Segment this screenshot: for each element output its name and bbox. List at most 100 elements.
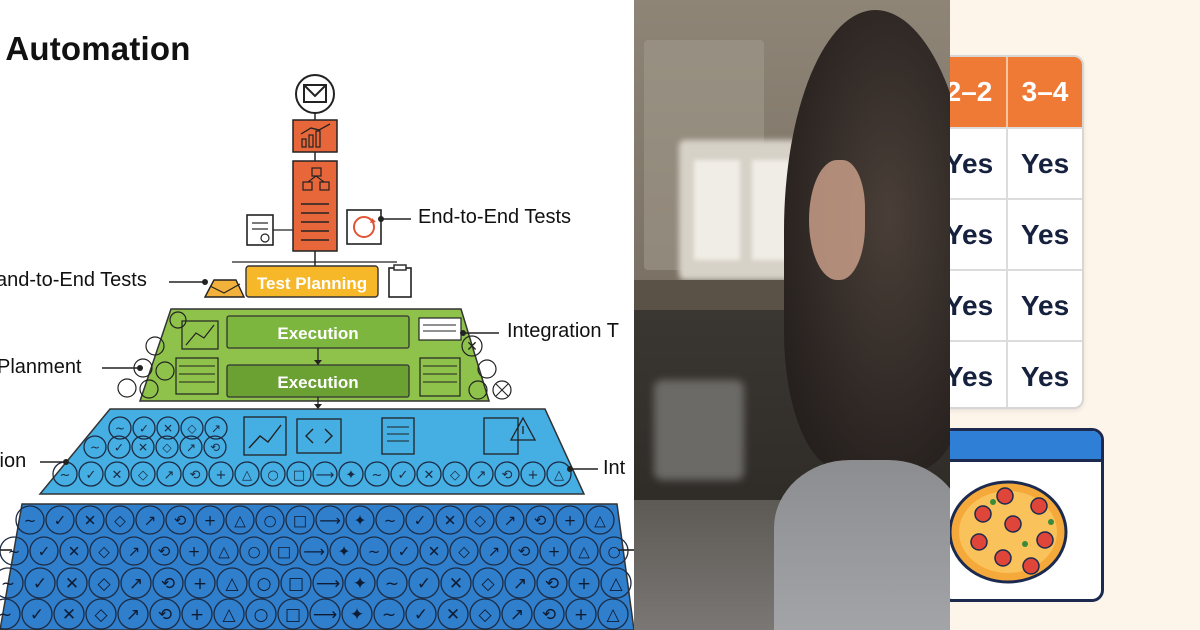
circle-icon: [225, 505, 255, 535]
circle-icon: [597, 598, 629, 630]
refresh-icon: [346, 209, 382, 245]
test-planning-label: Test Planning: [257, 274, 367, 293]
diagram-title: t Automation: [0, 30, 191, 67]
circle-icon: [59, 536, 89, 566]
circle-icon: [203, 435, 227, 459]
circle-icon-glyph: ✦: [338, 543, 351, 561]
callout-and-to-end-tests: and-to-End Tests: [0, 269, 147, 291]
table-row: Yes Yes: [950, 340, 1082, 407]
document-icon: [246, 214, 293, 246]
comparison-table: 2–2 3–4 Yes Yes Yes Yes Yes Yes Yes Yes: [950, 55, 1084, 409]
table-panel: 2–2 3–4 Yes Yes Yes Yes Yes Yes Yes Yes: [950, 0, 1200, 630]
circle-icon: [107, 435, 131, 459]
circle-icon-glyph: ◇: [97, 574, 111, 594]
circle-icon: [585, 505, 615, 535]
circle-icon-glyph: ◇: [481, 574, 495, 594]
circle-icon-glyph: ~: [115, 421, 125, 435]
circle-icon-glyph: ◇: [450, 468, 460, 483]
circle-icon-glyph: +: [577, 574, 591, 594]
circle-icon: [437, 598, 469, 630]
circle-icon: [182, 461, 208, 487]
circle-icon-glyph: +: [188, 543, 201, 561]
table-cell: Yes: [1006, 342, 1082, 407]
circle-icon-glyph: ✕: [428, 543, 441, 561]
circle-icon-glyph: ⟶: [316, 468, 335, 483]
circle-icon: [155, 435, 179, 459]
circle-icon-glyph: ✦: [354, 512, 367, 530]
circle-icon: [239, 536, 269, 566]
circle-icon-glyph: ✦: [350, 605, 364, 625]
circle-icon-glyph: ✓: [398, 543, 411, 561]
circle-icon: [195, 505, 225, 535]
circle-icon-glyph: ~: [60, 468, 71, 483]
circle-icon-glyph: +: [216, 468, 227, 483]
circle-icon: [117, 598, 149, 630]
circle-icon: [248, 567, 280, 599]
circle-icon-glyph: ◇: [474, 512, 486, 530]
circle-icon-glyph: △: [242, 468, 252, 483]
person-head: [784, 10, 950, 470]
table-cell: Yes: [1006, 200, 1082, 269]
circle-icon-glyph: ✕: [424, 468, 435, 483]
circle-icon-glyph: +: [548, 543, 561, 561]
table-cell: Yes: [950, 289, 994, 321]
circle-icon-glyph: ✕: [62, 605, 76, 625]
circle-icon: [165, 505, 195, 535]
circle-icon-glyph: ✓: [86, 468, 97, 483]
blurred-machine: [654, 380, 744, 480]
circle-icon: [449, 536, 479, 566]
circle-icon-glyph: ↗: [504, 512, 517, 530]
circle-icon-glyph: ⟲: [161, 574, 175, 594]
circle-icon: [494, 461, 520, 487]
circle-icon-glyph: ⟶: [319, 512, 341, 530]
circle-icon-glyph: ✓: [114, 440, 124, 454]
table-header-cell: 2–2: [950, 76, 993, 107]
circle-icon-glyph: ~: [372, 468, 383, 483]
circle-icon: [132, 416, 156, 440]
person-shoulder: [774, 460, 950, 630]
circle-icon: [152, 567, 184, 599]
circle-icon: [180, 416, 204, 440]
table-cell: Yes: [950, 218, 994, 250]
blurred-window-pane: [694, 160, 740, 260]
circle-icon: [344, 567, 376, 599]
circle-icon: [536, 567, 568, 599]
circle-icon: [208, 461, 234, 487]
circle-icon: [149, 536, 179, 566]
circle-icon-glyph: □: [285, 605, 301, 625]
circle-icon: [525, 505, 555, 535]
circle-icon: [0, 536, 29, 566]
circle-icon-glyph: ✕: [138, 440, 148, 454]
circle-icon-glyph: ~: [0, 605, 12, 625]
circle-icon: [315, 505, 345, 535]
circle-icon: [78, 461, 104, 487]
circle-icon: [390, 461, 416, 487]
circle-icon: [568, 567, 600, 599]
circle-icon-glyph: ✕: [84, 512, 97, 530]
circle-icon: [21, 598, 53, 630]
circle-icon: [419, 536, 449, 566]
circle-icon: [416, 461, 442, 487]
circle-icon: [329, 536, 359, 566]
circle-icon-glyph: △: [594, 512, 606, 530]
chart-icon: [243, 416, 287, 456]
circle-icon-glyph: ⟲: [158, 543, 171, 561]
test-planning-tier: [245, 265, 379, 298]
circle-icon-glyph: ✓: [139, 421, 149, 435]
pizza-card: [950, 428, 1104, 602]
warning-icon: [483, 416, 537, 455]
circle-icon: [204, 416, 228, 440]
circle-icon-glyph: ⟶: [316, 574, 340, 594]
circle-icon: [45, 505, 75, 535]
circle-icon-glyph: +: [204, 512, 217, 530]
circle-icon: [546, 461, 572, 487]
circle-icon: [0, 567, 24, 599]
circle-icon-glyph: ⟲: [158, 605, 172, 625]
circle-icon-glyph: ◇: [94, 605, 108, 625]
table-cell: Yes: [950, 147, 994, 179]
table-cell: Yes: [1006, 271, 1082, 340]
circle-icon-glyph: ↗: [476, 468, 487, 483]
circle-icon: [600, 567, 632, 599]
person-ear: [809, 160, 865, 280]
circle-icon-glyph: ✕: [449, 574, 463, 594]
